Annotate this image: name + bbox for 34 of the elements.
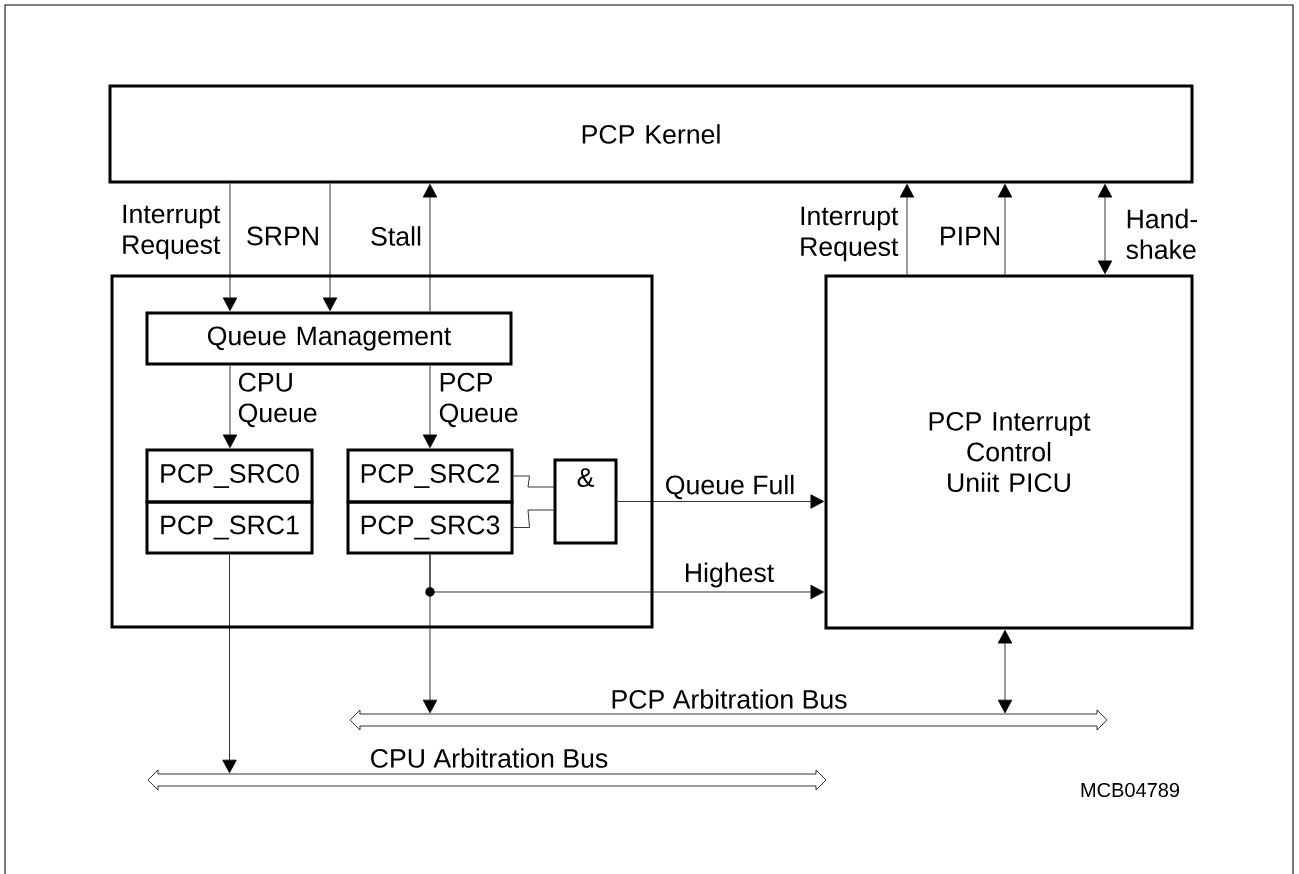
bus-label: CPU Arbitration Bus [371, 748, 608, 768]
arrow [1097, 183, 1113, 275]
unit-box: PCP Interrupt Control Uniit PICU [824, 274, 1194, 630]
arrow [422, 365, 438, 449]
edge-label: Stall [371, 226, 421, 246]
process-box: Queue Management [145, 311, 513, 366]
edge-label: PIPN [941, 226, 999, 246]
arrow [617, 494, 825, 509]
bus-label: PCP Arbitration Bus [612, 689, 847, 709]
arrow [997, 183, 1013, 275]
arrow [422, 554, 438, 714]
edge-label: SRPN [247, 226, 318, 246]
register-box: PCP_SRC1 [145, 500, 314, 555]
edge-label: Hand- shake [1126, 208, 1198, 260]
arrow [422, 183, 438, 312]
register-box: PCP_SRC3 [346, 500, 514, 555]
register-box: PCP_SRC2 [346, 448, 514, 504]
edge-label: Interrupt Request [801, 206, 899, 262]
kernel-box: PCP Kernel [108, 84, 1194, 184]
edge-label: Interrupt Request [123, 204, 221, 260]
arrow [997, 629, 1013, 714]
and-gate: & [553, 458, 618, 545]
edge-label: Queue Full [666, 474, 794, 500]
arrow [222, 183, 238, 312]
edge-label: PCP Queue [439, 372, 518, 428]
arrow [899, 183, 915, 275]
arrow [322, 183, 338, 312]
module-box [110, 274, 654, 629]
edge-label: CPU Queue [238, 372, 317, 428]
register-box: PCP_SRC0 [145, 448, 314, 504]
edge-label: Highest [686, 562, 774, 588]
arrow [222, 554, 237, 774]
figure-code: MCB04789 [1081, 782, 1180, 798]
arrow [222, 365, 238, 449]
